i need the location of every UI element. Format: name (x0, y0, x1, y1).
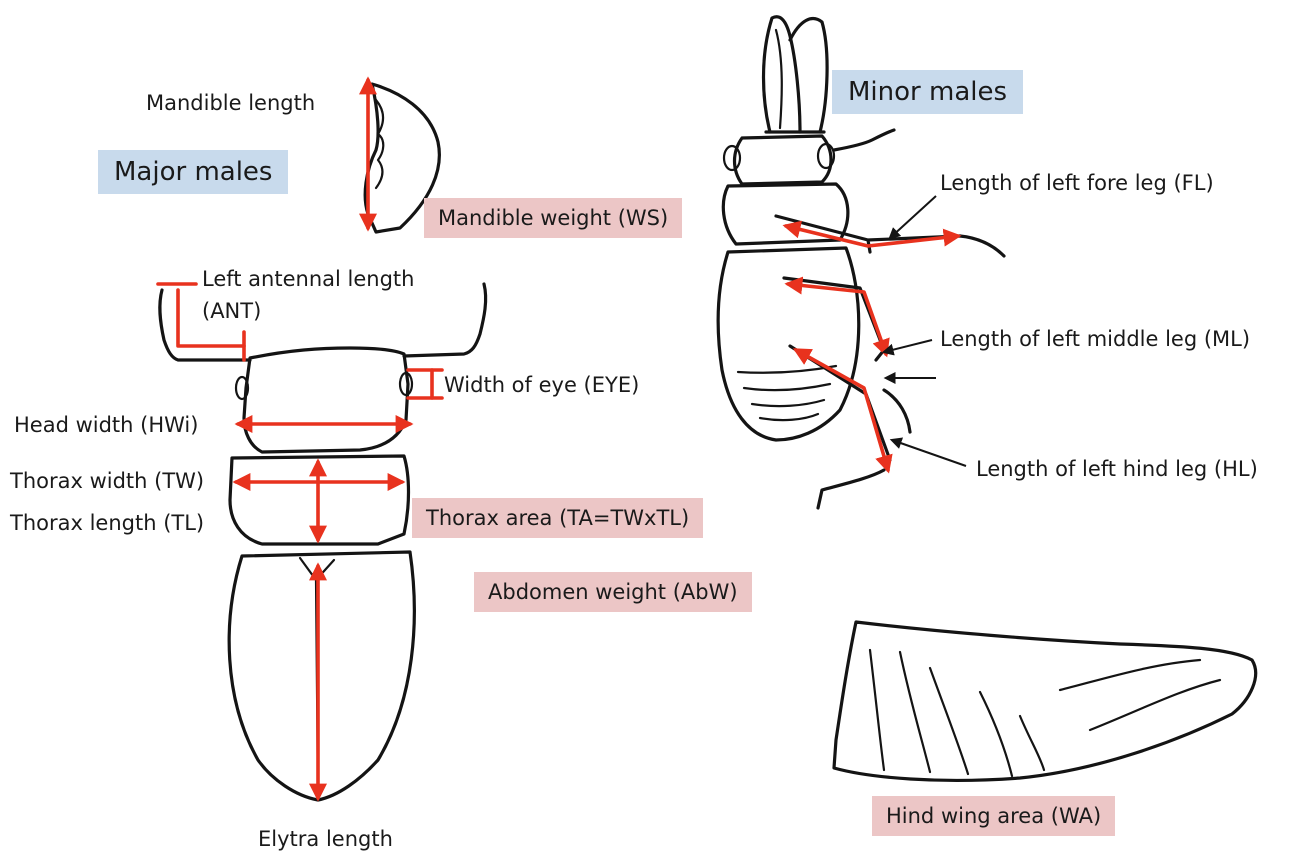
elytra-length-label: Elytra length (258, 826, 393, 852)
eye-width-label: Width of eye (EYE) (444, 372, 639, 398)
abdomen-weight-label: Abdomen weight (AbW) (474, 572, 752, 612)
thorax-area-label: Thorax area (TA=TWxTL) (412, 498, 703, 538)
antennal-length-label: Left antennal length (202, 266, 414, 292)
mandible-weight-label: Mandible weight (WS) (424, 198, 682, 238)
hind-leg-label: Length of left hind leg (HL) (976, 456, 1258, 482)
head-width-label: Head width (HWi) (14, 412, 198, 438)
thorax-length-label: Thorax length (TL) (10, 510, 204, 536)
minor-males-label: Minor males (832, 70, 1023, 114)
middle-leg-label: Length of left middle leg (ML) (940, 326, 1250, 352)
thorax-width-label: Thorax width (TW) (10, 468, 204, 494)
minor-male-leg-measurements (786, 226, 958, 470)
mandible-length-label: Mandible length (146, 90, 315, 116)
antennal-length-abbrev: (ANT) (202, 298, 261, 324)
hind-wing-area-label: Hind wing area (WA) (872, 796, 1115, 836)
major-male-beetle (160, 284, 486, 800)
hind-wing-drawing (834, 622, 1256, 780)
major-males-label: Major males (98, 150, 288, 194)
fore-leg-label: Length of left fore leg (FL) (940, 170, 1214, 196)
